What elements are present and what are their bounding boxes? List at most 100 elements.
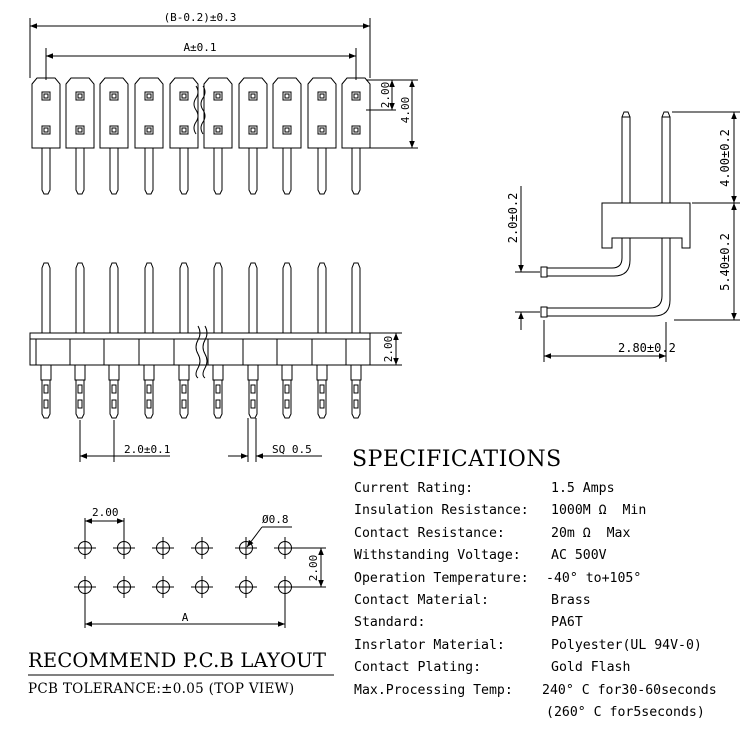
pcb-pitch-label: 2.00	[92, 506, 119, 519]
top-pin-square	[75, 125, 85, 135]
front-pin-notch	[284, 384, 290, 394]
spec-label: Insrlator Material:	[354, 637, 505, 653]
top-pin-square-inner	[146, 127, 152, 133]
front-body-height-label: 2.00	[382, 336, 395, 363]
top-pin-tail	[351, 148, 361, 195]
top-pin-housing	[65, 77, 95, 149]
top-pin	[99, 77, 129, 195]
top-pin-square-inner	[215, 127, 221, 133]
top-pin-housing	[341, 77, 371, 149]
top-pin-tail	[75, 148, 85, 195]
front-pin-collar	[212, 365, 224, 381]
side-pin-height-label: 2.00	[379, 82, 392, 109]
specifications-title: SPECIFICATIONS	[352, 447, 562, 472]
front-pin-notch	[215, 399, 221, 409]
top-pin-square-inner	[250, 93, 256, 99]
spec-label: Max.Processing Temp:	[354, 682, 513, 698]
front-pin-upper	[282, 262, 292, 333]
spec-value: Gold Flash	[551, 660, 631, 676]
front-pin-collar	[108, 365, 120, 381]
front-pin-notch	[111, 384, 117, 394]
front-pin	[103, 262, 120, 419]
top-pin-housing	[307, 77, 337, 149]
front-pin-notch	[77, 399, 83, 409]
pcb-hole	[74, 537, 96, 559]
front-pin-upper	[317, 262, 327, 333]
front-pin-notch	[181, 384, 187, 394]
pitch-span-label: A±0.1	[183, 41, 216, 54]
front-pin-collar	[247, 365, 259, 381]
top-pin-square-inner	[181, 93, 187, 99]
top-pin-tail	[282, 148, 292, 195]
pitch-label: 2.0±0.1	[124, 443, 170, 456]
front-pin	[207, 262, 224, 419]
spec-label: Insulation Resistance:	[354, 503, 529, 519]
front-pin-notch	[284, 399, 290, 409]
front-pin-collar	[143, 365, 155, 381]
spec-label: Current Rating:	[354, 481, 474, 496]
top-pin-square-inner	[146, 93, 152, 99]
front-pin-collar	[316, 365, 328, 381]
pcb-span-label: A	[182, 611, 189, 624]
ra-horizontal-label: 2.80±0.2	[618, 341, 676, 355]
pcb-hole	[74, 576, 96, 598]
right-angle-side-view	[515, 111, 740, 362]
spec-value: 1.5 Amps	[551, 481, 615, 496]
pcb-hole	[152, 576, 174, 598]
front-pin-notch	[111, 399, 117, 409]
top-pin-square	[75, 91, 85, 101]
front-pin-notch	[319, 384, 325, 394]
pcb-hole	[113, 576, 135, 598]
spec-value: Polyester(UL 94V-0)	[551, 637, 702, 653]
front-pin-notch	[43, 399, 49, 409]
front-pin-notch	[43, 384, 49, 394]
front-pin-lower	[41, 380, 51, 419]
top-pin-tail	[317, 148, 327, 195]
top-pin-tail	[248, 148, 258, 195]
front-pin-lower	[317, 380, 327, 419]
spec-value: (260° C for5seconds)	[546, 705, 705, 720]
front-pin	[138, 262, 155, 419]
spec-label: Standard:	[354, 615, 426, 631]
top-pin-tail	[109, 148, 119, 195]
top-pin-tail	[41, 148, 51, 195]
front-pin-notch	[353, 384, 359, 394]
spec-value: 240° C for30-60seconds	[542, 682, 717, 698]
front-pin	[69, 262, 86, 419]
front-view-header	[29, 262, 402, 462]
pin-square-label: SQ 0.5	[272, 443, 312, 456]
front-pin-upper	[75, 262, 85, 333]
ra-bottom-length-label: 5.40±0.2	[718, 233, 732, 291]
top-pin	[341, 77, 371, 195]
top-pin	[238, 77, 268, 195]
spec-label: Contact Resistance:	[354, 525, 505, 541]
top-pin-housing	[99, 77, 129, 149]
top-pin-square	[213, 125, 223, 135]
spec-value: -40° to+105°	[546, 570, 642, 586]
spec-value: 1000M Ω Min	[551, 503, 647, 519]
top-pin-square-inner	[111, 127, 117, 133]
top-pin-square	[179, 91, 189, 101]
pcb-hole-label: Ø0.8	[262, 513, 289, 526]
front-pin-upper	[41, 262, 51, 333]
top-pin-square	[248, 91, 258, 101]
pcb-layout	[28, 518, 334, 676]
pcb-hole	[235, 576, 257, 598]
spec-value: AC 500V	[551, 548, 607, 564]
top-pin-tail	[213, 148, 223, 195]
spec-label: Contact Plating:	[354, 660, 482, 676]
top-pin-square	[248, 125, 258, 135]
pcb-hole	[191, 537, 213, 559]
top-pin	[307, 77, 337, 195]
spec-value: Brass	[551, 593, 591, 608]
top-pin-square-inner	[43, 93, 49, 99]
front-pin-notch	[77, 384, 83, 394]
spec-label: Withstanding Voltage:	[354, 548, 521, 564]
top-pin-housing	[272, 77, 302, 149]
top-pin-square-inner	[319, 93, 325, 99]
front-pin-upper	[179, 262, 189, 333]
front-pin-lower	[109, 380, 119, 419]
top-pin-square	[351, 91, 361, 101]
front-pin-lower	[179, 380, 189, 419]
